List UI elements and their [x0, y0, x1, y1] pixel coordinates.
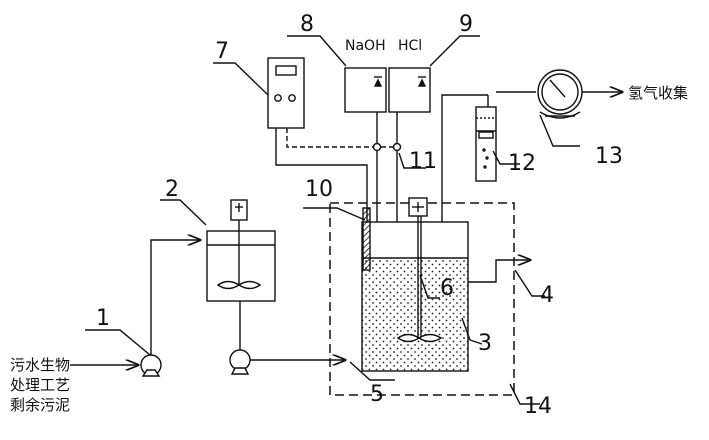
- label-2: 2: [165, 177, 179, 202]
- label-9: 9: [459, 12, 473, 37]
- transfer-pump: [229, 349, 251, 375]
- pretreatment-tank: [206, 199, 276, 302]
- sludge-source-line-2: 处理工艺: [10, 376, 70, 394]
- naoh-bottle: [344, 67, 387, 113]
- label-4: 4: [540, 283, 554, 308]
- label-5: 5: [370, 382, 384, 407]
- sludge-source-line-3: 剩余污泥: [10, 396, 70, 414]
- hcl-label: HCl: [398, 38, 422, 54]
- label-8: 8: [300, 12, 314, 37]
- sludge-source-line-1: 污水生物: [10, 356, 70, 374]
- hcl-bottle: [388, 67, 431, 113]
- feed-pump: [140, 354, 162, 377]
- ph-controller: [267, 57, 305, 129]
- gas-collection-label: 氢气收集: [628, 84, 688, 102]
- naoh-label: NaOH: [345, 38, 386, 54]
- hcl-dosing-pump: [392, 142, 402, 152]
- reactor: [361, 221, 469, 372]
- label-7: 7: [215, 39, 229, 64]
- label-3: 3: [478, 331, 492, 356]
- reactor-stirrer: [396, 197, 443, 343]
- leader-lines: [85, 35, 580, 405]
- label-11: 11: [409, 149, 437, 174]
- naoh-dosing-pump: [372, 142, 382, 152]
- water-seal-bottle: [475, 95, 497, 182]
- label-1: 1: [96, 306, 110, 331]
- label-14: 14: [524, 394, 552, 419]
- label-10: 10: [305, 177, 333, 202]
- gas-meter: [537, 69, 583, 119]
- label-13: 13: [595, 144, 623, 169]
- label-12: 12: [508, 151, 536, 176]
- pipework: [70, 92, 622, 365]
- label-6: 6: [440, 276, 454, 301]
